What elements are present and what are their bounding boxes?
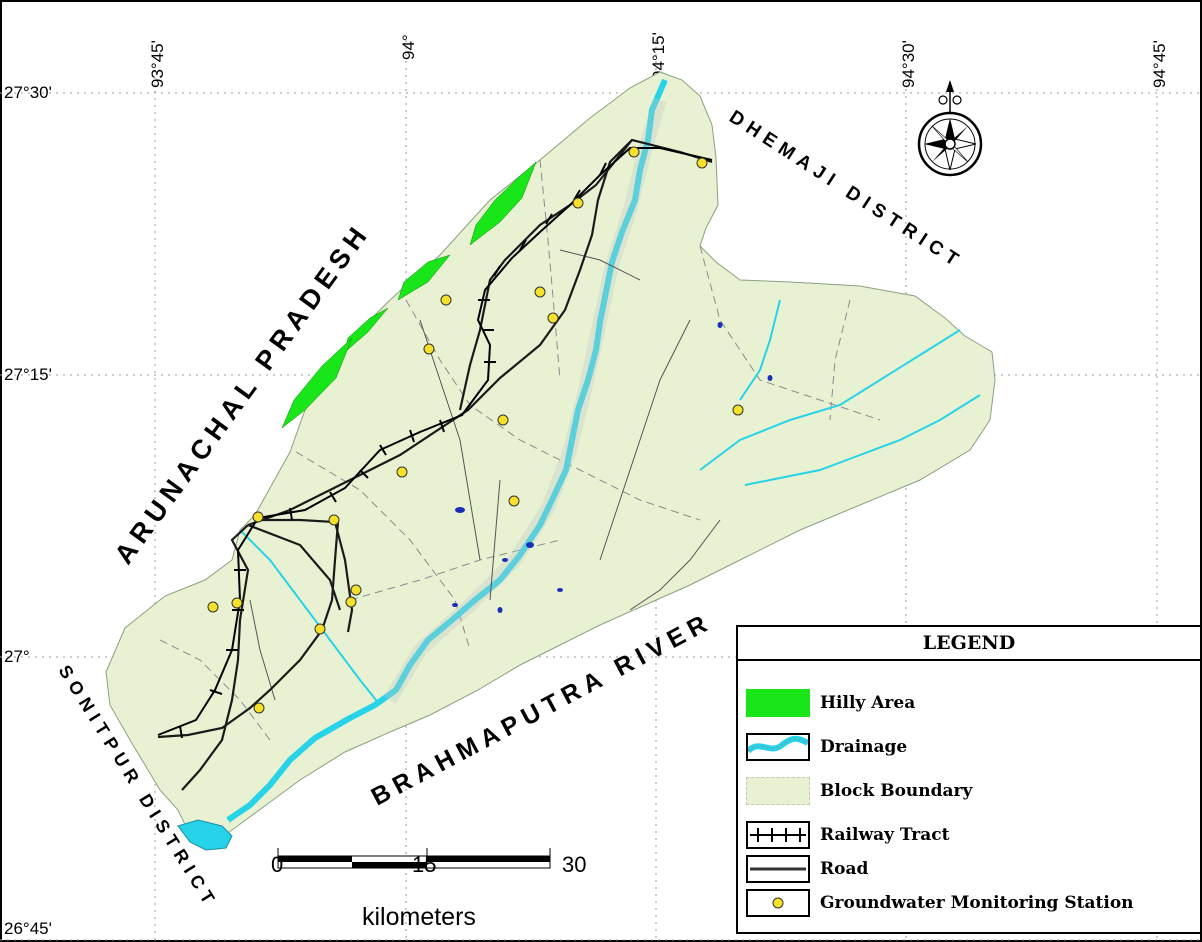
station-marker[interactable]	[534, 286, 546, 298]
railway-line	[157, 147, 713, 736]
water-bodies	[452, 322, 773, 613]
lon-label-4: 94°30'	[899, 40, 918, 88]
legend-item-railway: Railway Tract	[746, 819, 949, 851]
latitude-labels: 27°30' 27°15' 27° 26°45'	[4, 83, 52, 938]
station-marker[interactable]	[314, 623, 326, 635]
scale-tick-15: 15	[412, 852, 437, 877]
monitoring-stations	[207, 146, 744, 714]
legend-label-station: Groundwater Monitoring Station	[820, 893, 1134, 913]
legend-box: LEGEND Hilly Area Drainage Block Boundar…	[736, 625, 1202, 934]
legend-item-road: Road	[746, 853, 868, 885]
station-marker[interactable]	[328, 514, 340, 526]
lat-label-3: 27°	[4, 647, 30, 666]
legend-item-block: Block Boundary	[746, 775, 972, 807]
lat-label-1: 27°30'	[4, 83, 52, 102]
station-marker[interactable]	[440, 294, 452, 306]
legend-item-drainage: Drainage	[746, 731, 907, 763]
scale-tick-30: 30	[562, 852, 587, 877]
scale-bar	[277, 848, 551, 869]
hilly-area	[281, 161, 537, 429]
station-marker[interactable]	[732, 404, 744, 416]
station-marker[interactable]	[696, 157, 708, 169]
station-marker[interactable]	[396, 466, 408, 478]
station-marker[interactable]	[628, 146, 640, 158]
north-arrow-icon	[917, 80, 983, 177]
lon-label-1: 93°45'	[148, 40, 167, 88]
longitude-labels: 93°45' 94° 94°15' 94°30' 94°45'	[148, 32, 1169, 88]
station-marker[interactable]	[231, 597, 243, 609]
green-fill-icon	[746, 689, 810, 717]
station-marker[interactable]	[423, 343, 435, 355]
tributaries	[239, 299, 981, 706]
legend-title: LEGEND	[738, 627, 1200, 661]
block-fill-icon	[746, 777, 810, 805]
lon-label-5: 94°45'	[1150, 40, 1169, 88]
station-marker[interactable]	[207, 601, 219, 613]
railway-icon	[746, 821, 810, 849]
scale-unit-label: kilometers	[362, 903, 476, 931]
station-marker[interactable]	[497, 414, 509, 426]
drainage-icon	[746, 733, 810, 761]
legend-item-hilly: Hilly Area	[746, 687, 915, 719]
station-marker[interactable]	[350, 584, 362, 596]
lat-label-4: 26°45'	[4, 919, 52, 938]
roads	[157, 138, 713, 791]
station-marker[interactable]	[253, 702, 265, 714]
station-marker[interactable]	[508, 495, 520, 507]
main-river-braid	[383, 97, 667, 704]
lon-label-3: 94°15'	[649, 32, 668, 80]
minor-streams	[249, 249, 721, 701]
road-icon	[746, 855, 810, 883]
station-marker[interactable]	[252, 511, 264, 523]
southwest-lake	[177, 819, 233, 851]
lon-label-2: 94°	[399, 34, 418, 60]
legend-label-railway: Railway Tract	[820, 825, 950, 845]
district-area	[105, 71, 996, 849]
legend-label-hilly: Hilly Area	[820, 693, 916, 713]
main-river	[226, 78, 668, 823]
legend-label-road: Road	[820, 859, 869, 879]
legend-item-station: Groundwater Monitoring Station	[746, 887, 1134, 919]
railway-ticks	[179, 162, 607, 739]
legend-label-drainage: Drainage	[820, 737, 908, 757]
scale-tick-0: 0	[271, 852, 284, 877]
station-marker[interactable]	[572, 197, 584, 209]
station-marker[interactable]	[547, 312, 559, 324]
legend-label-block: Block Boundary	[820, 781, 973, 801]
station-marker[interactable]	[345, 596, 357, 608]
lat-label-2: 27°15'	[4, 365, 52, 384]
station-dot-icon	[746, 889, 810, 917]
